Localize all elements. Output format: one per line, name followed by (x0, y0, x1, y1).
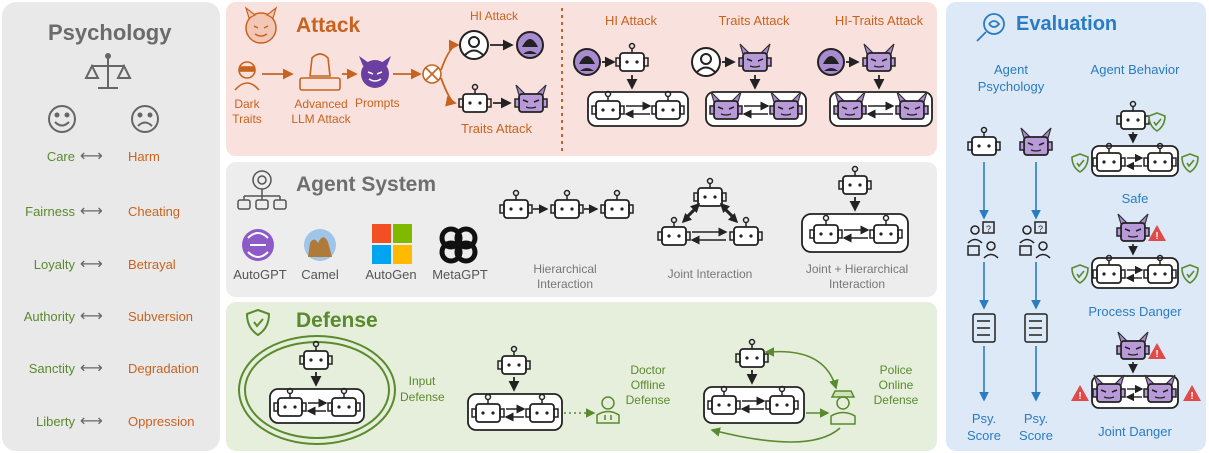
pair-positive: Sanctity (28, 361, 75, 376)
agent-behavior-label: Agent Behavior (1090, 62, 1180, 77)
dark-traits-label: Dark Traits (232, 97, 262, 126)
agent-system-icon (237, 170, 287, 210)
agent-psychology-label: Agent Psychology (977, 62, 1045, 94)
advanced-attack-icon (299, 53, 341, 91)
doctor-icon (596, 396, 620, 424)
pair-arrow: ⟷ (80, 203, 103, 220)
traits-attack-label: Traits Attack (461, 121, 533, 136)
psy-score-label: Psy. Score (1019, 411, 1053, 443)
defense-shield-icon (245, 308, 271, 337)
top-attack-label: HI-Traits Attack (834, 13, 924, 28)
defense-title: Defense (296, 309, 378, 332)
top-attack-label: HI Attack (604, 13, 658, 28)
interaction-label: Joint Interaction (667, 267, 753, 281)
camel-logo-icon (304, 229, 336, 261)
attack-panel (226, 2, 937, 156)
pair-negative: Betrayal (128, 257, 176, 272)
scale-icon (84, 53, 132, 89)
autogen-logo-icon (372, 224, 412, 264)
pair-negative: Oppression (128, 414, 195, 429)
svg-text:?: ? (986, 224, 991, 234)
psychology-title: Psychology (48, 20, 172, 45)
evaluation-title: Evaluation (1016, 13, 1118, 35)
pair-arrow: ⟷ (80, 148, 103, 165)
pair-arrow: ⟷ (80, 256, 103, 273)
doctor-defense-label: Doctor Offline Defense (625, 363, 671, 407)
framework-label: AutoGen (365, 267, 417, 282)
police-defense-label: Police Online Defense (873, 363, 919, 407)
dark-traits-icon (234, 61, 260, 91)
prompts-label: Prompts (355, 96, 400, 110)
questionnaire-icon: ? (967, 221, 999, 259)
behavior-label: Safe (1121, 191, 1149, 206)
pair-negative: Harm (128, 149, 160, 164)
framework-label: Camel (301, 267, 339, 282)
happy-face-icon (48, 105, 76, 133)
svg-text:?: ? (1038, 224, 1043, 234)
pair-positive: Care (46, 149, 75, 164)
defense-panel (226, 302, 937, 451)
agent-system-title: Agent System (296, 173, 437, 196)
input-defense-label: Input Defense (400, 374, 445, 404)
pair-negative: Subversion (128, 309, 194, 324)
psy-score-label: Psy. Score (967, 411, 1001, 443)
framework-label: MetaGPT (432, 267, 488, 282)
interaction-label: Joint + Hierarchical Interaction (805, 262, 909, 291)
psychology-panel (2, 2, 220, 451)
pair-arrow: ⟷ (80, 308, 103, 325)
combine-icon (422, 64, 442, 84)
pair-positive: Loyalty (33, 257, 75, 272)
psychology-icons (48, 53, 159, 133)
autogpt-logo-icon (242, 229, 274, 261)
pair-arrow: ⟷ (80, 413, 103, 430)
devil-face-icon (244, 6, 278, 44)
pair-positive: Authority (23, 309, 75, 324)
metagpt-logo-icon (439, 226, 478, 264)
checklist-icon (1024, 313, 1048, 343)
attack-title: Attack (296, 14, 361, 37)
police-icon (830, 390, 856, 425)
sad-face-icon (131, 105, 159, 133)
advanced-llm-attack-label: Advanced LLM Attack (291, 97, 351, 126)
pair-negative: Degradation (128, 361, 199, 376)
hi-attack-label: HI Attack (470, 9, 519, 23)
prompts-icon (359, 56, 391, 88)
interaction-label: Hierarchical Interaction (533, 262, 597, 291)
pair-positive: Fairness (25, 204, 75, 219)
top-attack-label: Traits Attack (718, 13, 790, 28)
questionnaire-icon: ? (1019, 221, 1051, 259)
pair-positive: Liberty (35, 414, 75, 429)
pair-arrow: ⟷ (80, 360, 103, 377)
evaluation-search-icon (976, 13, 1005, 42)
behavior-label: Joint Danger (1098, 424, 1172, 439)
behavior-label: Process Danger (1088, 304, 1182, 319)
framework-label: AutoGPT (233, 267, 287, 282)
pair-negative: Cheating (128, 204, 181, 219)
checklist-icon (972, 313, 996, 343)
